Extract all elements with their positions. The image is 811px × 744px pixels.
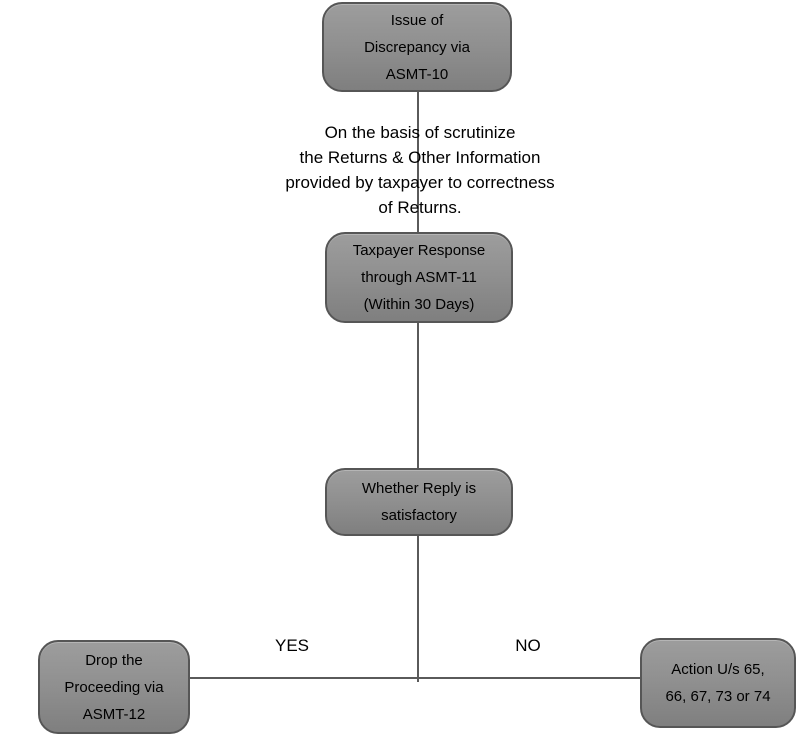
node-issue-discrepancy-asmt10: Issue of Discrepancy via ASMT-10 [322,2,512,92]
branch-label-yes: YES [274,636,310,655]
connector-horizontal-branch [190,677,640,679]
node-whether-reply-satisfactory: Whether Reply is satisfactory [325,468,513,536]
node-action-us-65-74: Action U/s 65, 66, 67, 73 or 74 [640,638,796,728]
node-drop-proceeding-asmt12: Drop the Proceeding via ASMT-12 [38,640,190,734]
annotation-scrutiny-basis: On the basis of scrutinize the Returns &… [285,123,555,217]
branch-label-no: NO [515,636,541,655]
node-taxpayer-response-asmt11: Taxpayer Response through ASMT-11 (Withi… [325,232,513,323]
connector-vertical-main [417,92,419,682]
